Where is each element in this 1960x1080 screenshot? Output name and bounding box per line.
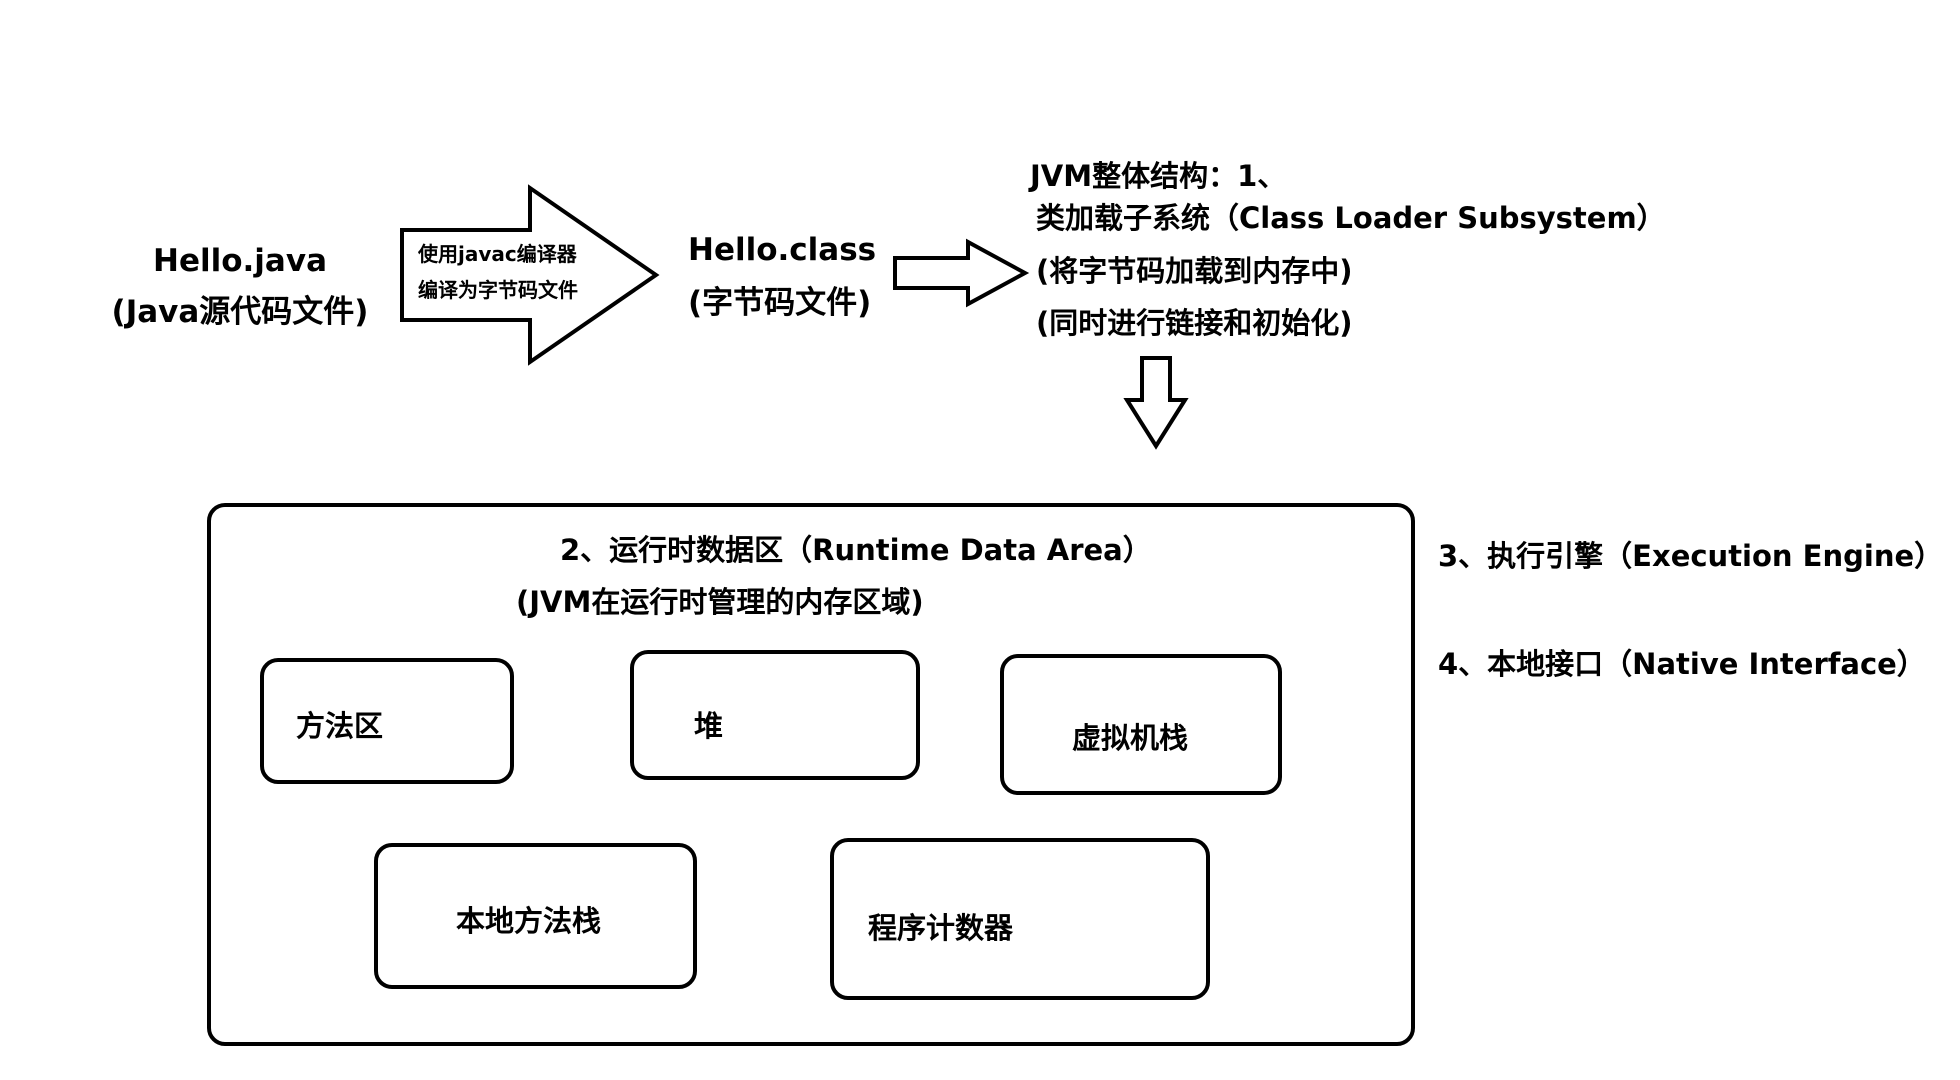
compile-arrow-line2: 编译为字节码文件 xyxy=(418,278,578,302)
source-file-name: Hello.java xyxy=(153,243,327,279)
class-loader-desc1: (将字节码加载到内存中) xyxy=(1036,254,1353,288)
down-arrow-shape xyxy=(1123,356,1189,450)
source-file-desc: (Java源代码文件) xyxy=(111,294,369,330)
heap-label: 堆 xyxy=(694,709,724,743)
class-loader-title: 类加载子系统（Class Loader Subsystem） xyxy=(1036,201,1666,235)
method-area-label: 方法区 xyxy=(296,709,384,743)
runtime-area-title: 2、运行时数据区（Runtime Data Area） xyxy=(560,533,1152,567)
heap-box: 堆 xyxy=(630,650,920,780)
native-interface-label: 4、本地接口（Native Interface） xyxy=(1438,647,1926,681)
vm-stack-label: 虚拟机栈 xyxy=(1072,721,1189,755)
pc-register-label: 程序计数器 xyxy=(868,911,1014,945)
compile-arrow-shape xyxy=(400,184,660,366)
compile-arrow-line1: 使用javac编译器 xyxy=(418,242,577,266)
jvm-structure-heading: JVM整体结构：1、 xyxy=(1030,159,1287,193)
class-file-desc: (字节码文件) xyxy=(688,285,872,321)
runtime-area-subtitle: (JVM在运行时管理的内存区域) xyxy=(516,585,924,619)
pc-register-box: 程序计数器 xyxy=(830,838,1210,1000)
native-method-stack-label: 本地方法栈 xyxy=(456,904,602,938)
method-area-box: 方法区 xyxy=(260,658,514,784)
class-file-name: Hello.class xyxy=(688,232,877,268)
load-arrow-shape xyxy=(893,238,1030,308)
vm-stack-box: 虚拟机栈 xyxy=(1000,654,1282,795)
native-method-stack-box: 本地方法栈 xyxy=(374,843,697,989)
execution-engine-label: 3、执行引擎（Execution Engine） xyxy=(1438,539,1944,573)
class-loader-desc2: (同时进行链接和初始化) xyxy=(1036,306,1353,340)
